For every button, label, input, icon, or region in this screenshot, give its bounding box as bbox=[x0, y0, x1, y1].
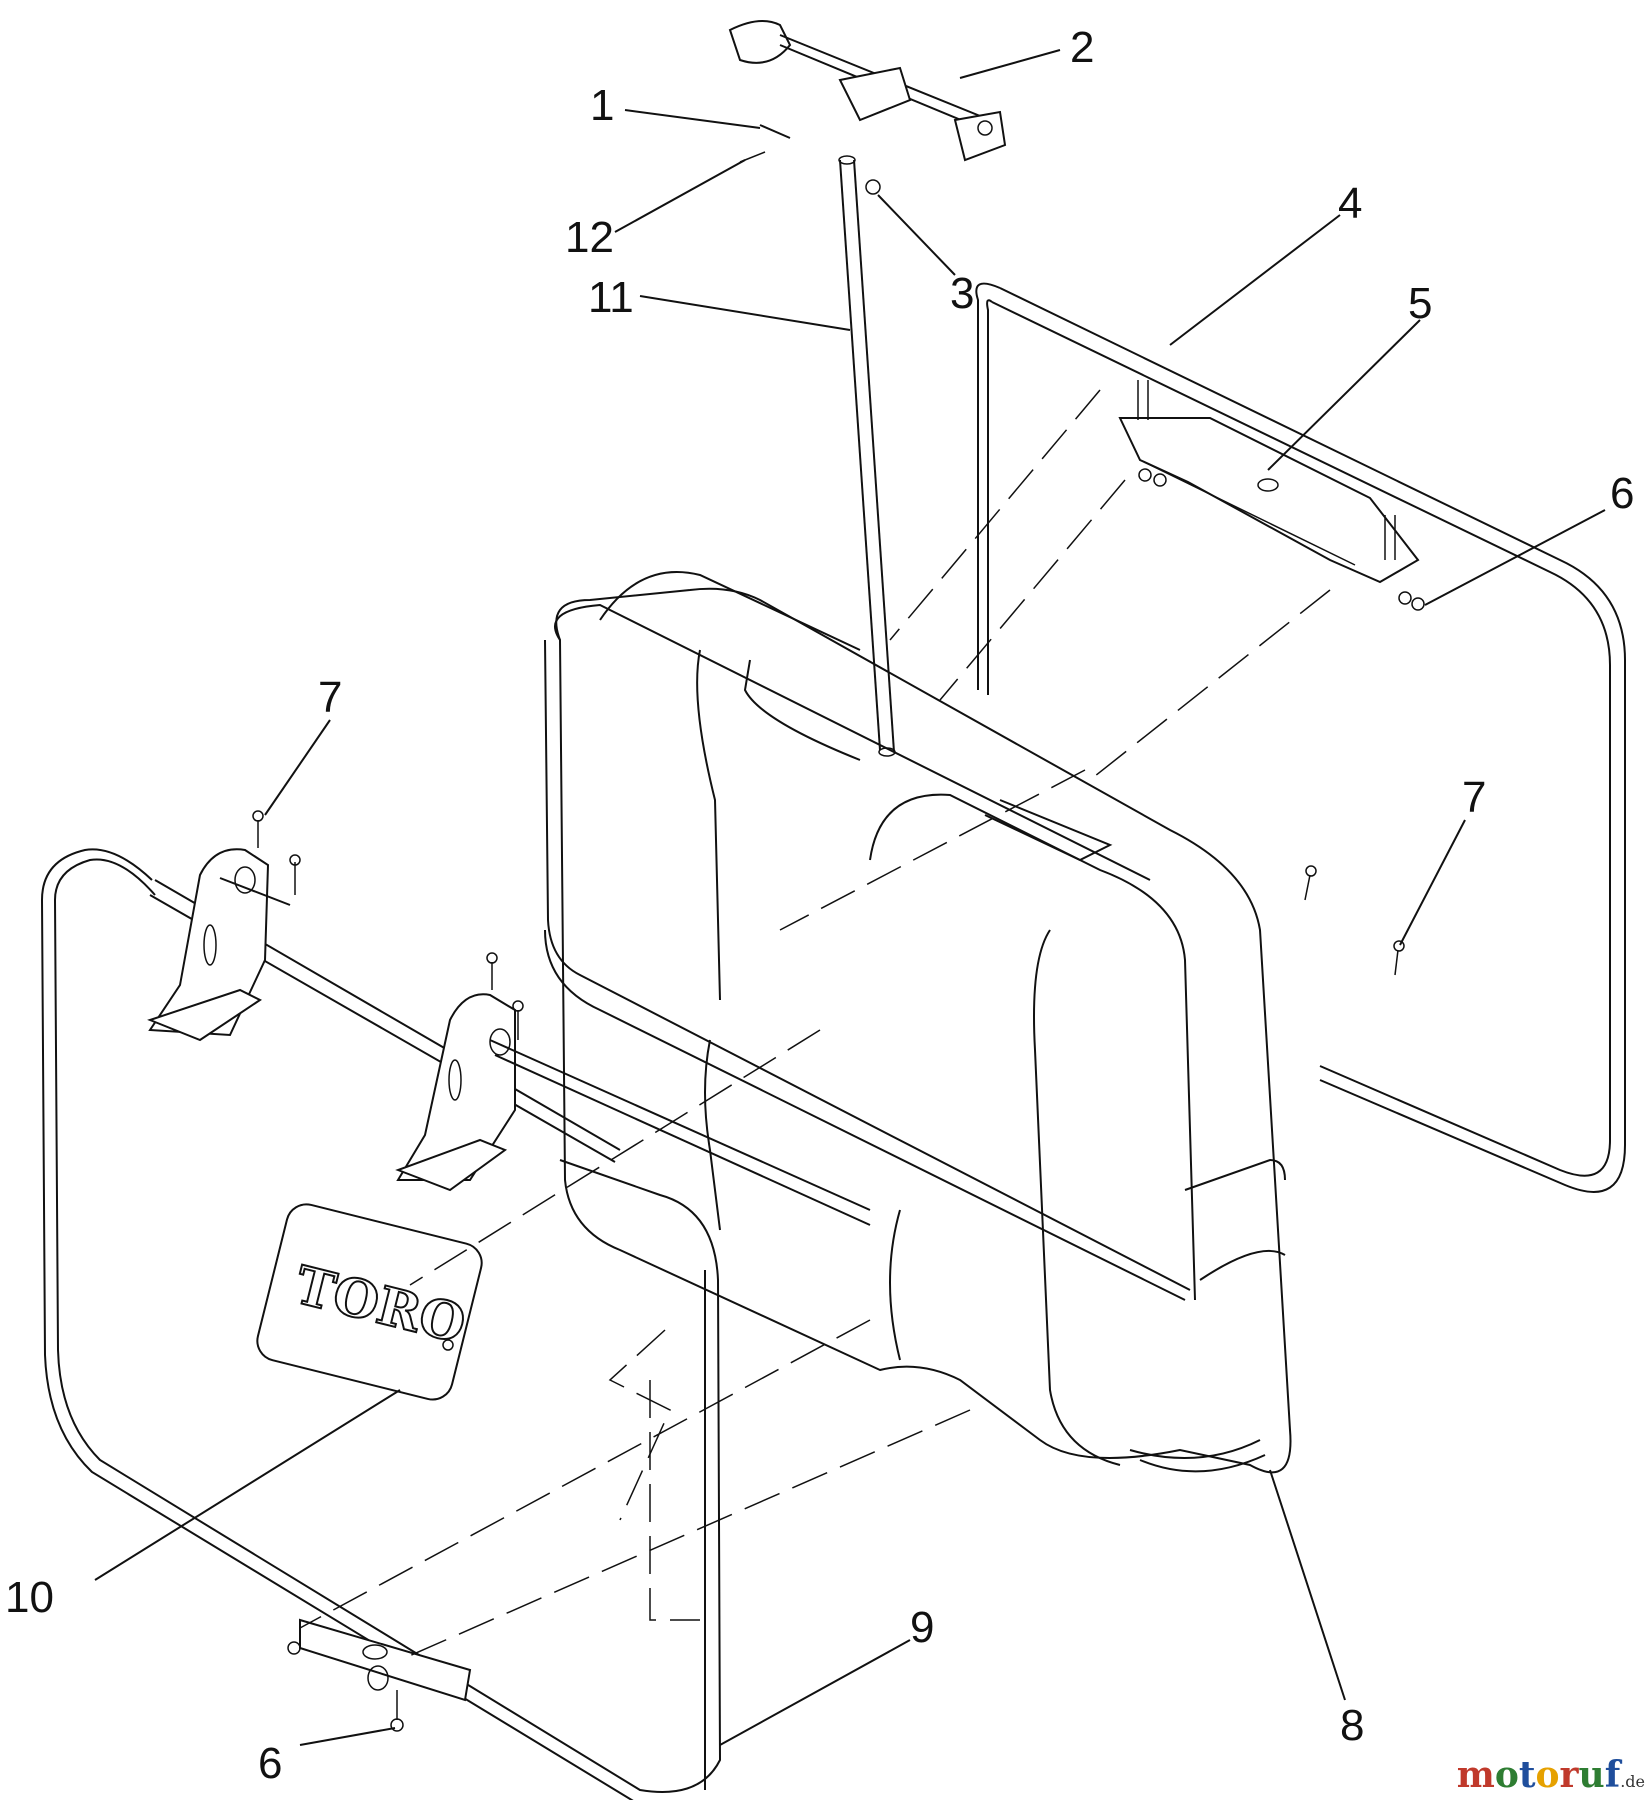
callout-7: 7 bbox=[318, 673, 342, 722]
callout-7-right: 7 bbox=[1462, 773, 1486, 822]
callouts: 1 2 3 4 5 6 7 8 9 10 11 12 6 7 bbox=[5, 23, 1634, 1788]
lower-bracket bbox=[287, 1618, 472, 1732]
callout-2: 2 bbox=[1070, 23, 1094, 72]
fill-tube bbox=[838, 155, 896, 757]
top-bracket bbox=[728, 20, 1007, 162]
callout-6: 6 bbox=[1610, 469, 1634, 518]
rear-frame bbox=[975, 282, 1626, 1193]
callout-9: 9 bbox=[910, 1603, 934, 1652]
mounting-bracket bbox=[1118, 380, 1425, 611]
motoruf-watermark: motoruf.de bbox=[1456, 1754, 1645, 1796]
callout-8: 8 bbox=[1340, 1701, 1364, 1750]
callout-12: 12 bbox=[565, 213, 614, 262]
assembly-lines bbox=[299, 389, 1331, 1661]
leader-lines bbox=[94, 49, 1606, 1746]
toro-decal: TORO bbox=[256, 1203, 483, 1401]
callout-4: 4 bbox=[1338, 179, 1362, 228]
callout-11: 11 bbox=[588, 273, 634, 322]
callout-10: 10 bbox=[5, 1573, 54, 1622]
side-bracket-left bbox=[147, 810, 301, 1042]
callout-6-bottom: 6 bbox=[258, 1739, 282, 1788]
callout-5: 5 bbox=[1408, 279, 1432, 328]
screws-right bbox=[1304, 865, 1405, 976]
callout-1: 1 bbox=[590, 81, 614, 130]
callout-3: 3 bbox=[950, 269, 974, 318]
tank bbox=[544, 571, 1292, 1474]
side-bracket-right bbox=[395, 952, 871, 1226]
pin bbox=[739, 124, 881, 195]
